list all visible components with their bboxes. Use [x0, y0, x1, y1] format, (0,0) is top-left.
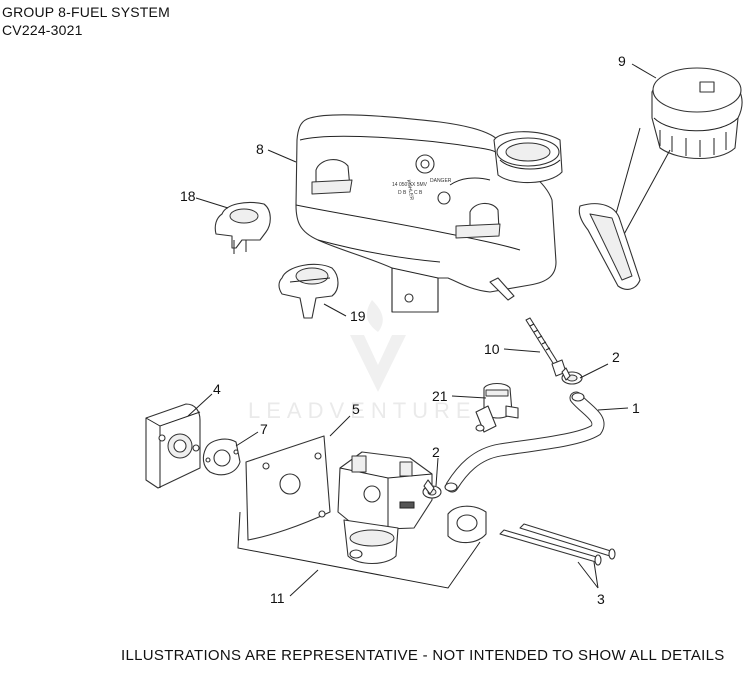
- callout-1: 1: [632, 400, 640, 416]
- grommet-18[interactable]: [214, 201, 271, 254]
- screw-10[interactable]: [525, 317, 567, 377]
- callout-9: 9: [618, 53, 626, 69]
- grommet-19[interactable]: [278, 263, 339, 319]
- hose-clamp-upper[interactable]: [561, 367, 583, 385]
- callout-5: 5: [352, 401, 360, 417]
- tank-code3: C B: [414, 190, 423, 196]
- callout-2-lower: 2: [432, 444, 440, 460]
- carburetor[interactable]: [337, 451, 433, 565]
- diagram-title: GROUP 8-FUEL SYSTEM: [2, 4, 170, 20]
- callout-11: 11: [270, 590, 285, 606]
- callout-19: 19: [350, 308, 366, 324]
- hose-clamp-lower[interactable]: [422, 479, 442, 499]
- tank-brand: KOHLER: [405, 179, 415, 201]
- callout-8: 8: [256, 141, 264, 157]
- callout-4: 4: [213, 381, 221, 397]
- shutoff-valve[interactable]: [475, 382, 519, 433]
- callout-numbers: 1 2 2 3 4 5 7 8 9 10 11 18 19 21: [180, 53, 640, 607]
- callout-21: 21: [432, 388, 448, 404]
- tank-code1: 14 050 XX 5MV: [392, 182, 428, 188]
- watermark-text: LEADVENTURE: [248, 398, 477, 423]
- callout-3: 3: [597, 591, 605, 607]
- callout-7: 7: [260, 421, 268, 437]
- disclaimer-footer: ILLUSTRATIONS ARE REPRESENTATIVE - NOT I…: [121, 647, 725, 664]
- intake-gasket-right[interactable]: [447, 505, 487, 544]
- fuel-tank[interactable]: KOHLER 14 050 XX 5MV D B C B DANGER: [295, 114, 563, 313]
- carburetor-gasket-plate[interactable]: [245, 435, 331, 541]
- fuel-line[interactable]: [444, 391, 605, 493]
- watermark-logo: LEADVENTURE: [248, 300, 477, 423]
- intake-adapter[interactable]: [145, 403, 201, 489]
- leader-lines: [187, 63, 657, 597]
- model-number: CV224-3021: [2, 22, 83, 38]
- studs[interactable]: [499, 523, 616, 566]
- callout-18: 18: [180, 188, 196, 204]
- callout-10: 10: [484, 341, 500, 357]
- tank-code2: D B: [398, 190, 407, 196]
- tank-warning: DANGER: [430, 178, 452, 184]
- kit-bracket: [237, 511, 481, 589]
- callout-2-upper: 2: [612, 349, 620, 365]
- fuel-cap[interactable]: [578, 67, 743, 290]
- gasket-7[interactable]: [202, 438, 241, 476]
